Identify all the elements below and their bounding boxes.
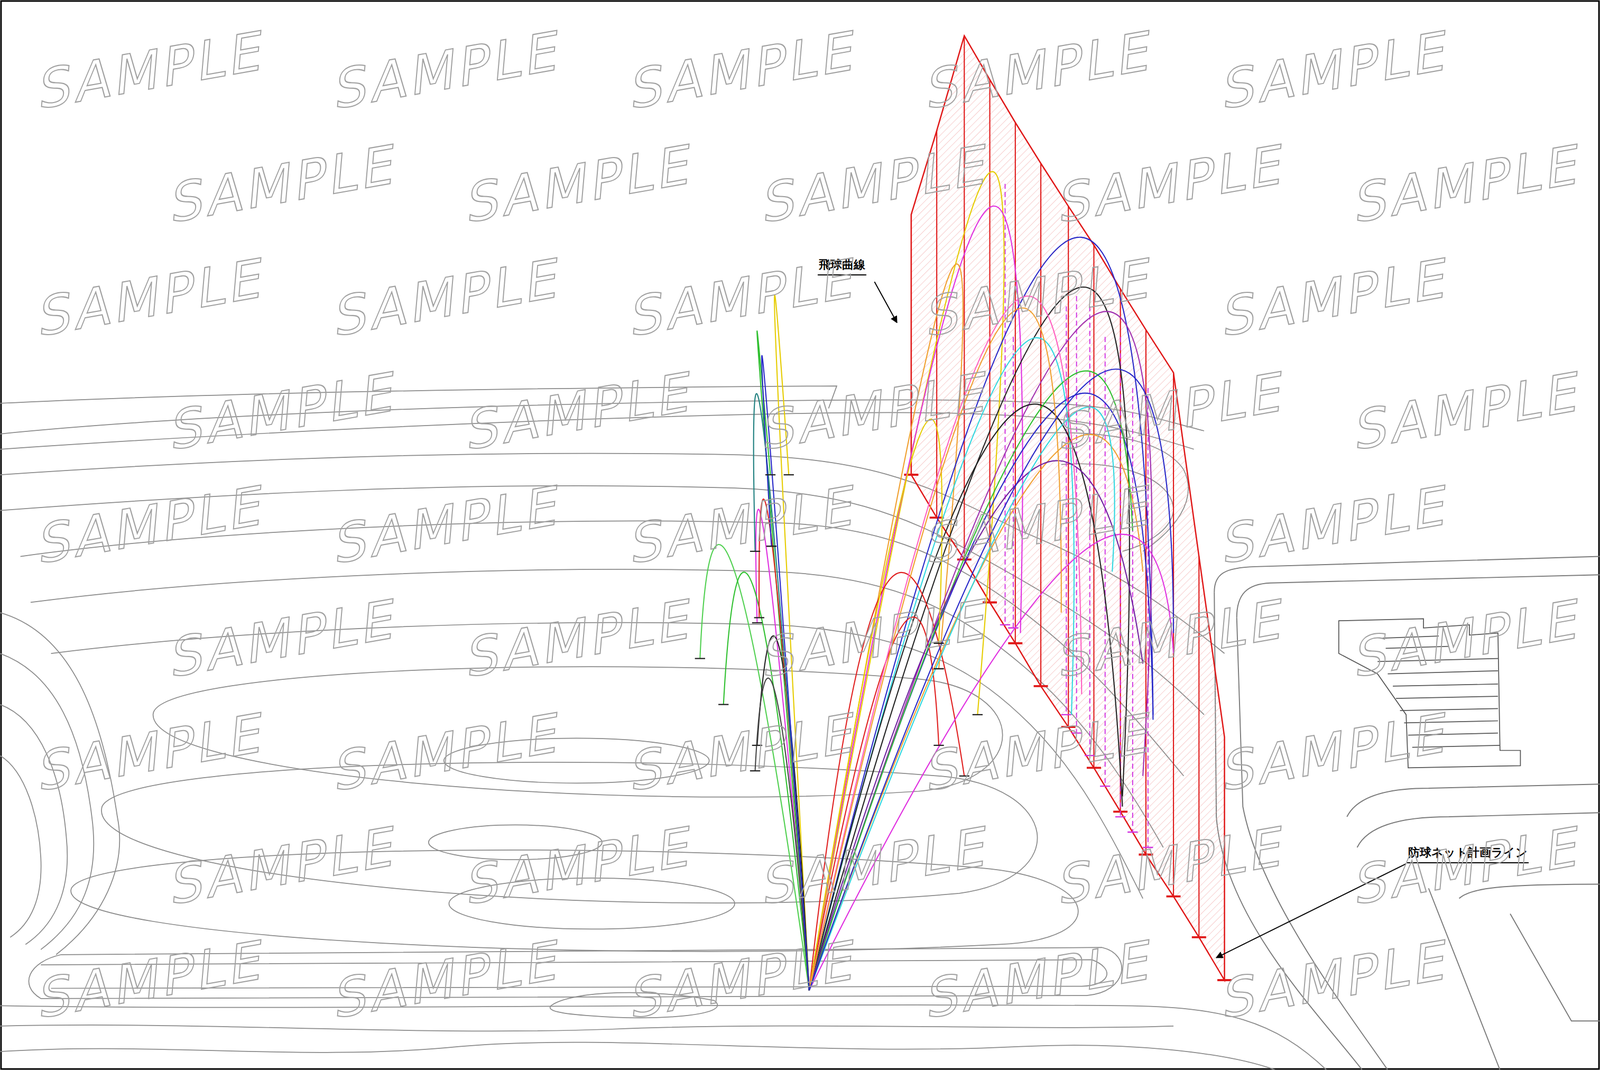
watermark-text: SAMPLE bbox=[464, 813, 697, 918]
watermark-text: SAMPLE bbox=[36, 245, 269, 349]
watermark-text: SAMPLE bbox=[464, 131, 697, 236]
watermark-text: SAMPLE bbox=[332, 472, 565, 577]
contour-line bbox=[0, 385, 837, 409]
watermark-text: SAMPLE bbox=[464, 358, 697, 463]
watermark-text: SAMPLE bbox=[464, 586, 697, 690]
leader-line bbox=[874, 281, 897, 323]
watermark-text: SAMPLE bbox=[168, 131, 401, 236]
watermark-text: SAMPLE bbox=[760, 586, 993, 690]
contour-line bbox=[0, 755, 42, 938]
watermark-text: SAMPLE bbox=[1352, 358, 1585, 463]
watermark-text: SAMPLE bbox=[760, 131, 993, 236]
watermark-text: SAMPLE bbox=[1220, 245, 1453, 349]
watermark-text: SAMPLE bbox=[924, 699, 1157, 804]
watermark-text: SAMPLE bbox=[1220, 17, 1453, 122]
watermark-text: SAMPLE bbox=[1056, 586, 1289, 690]
watermark-text: SAMPLE bbox=[924, 927, 1157, 1031]
road-edge bbox=[1346, 783, 1600, 817]
watermark-text: SAMPLE bbox=[36, 699, 269, 804]
watermark-text: SAMPLE bbox=[1220, 472, 1453, 577]
watermark-text: SAMPLE bbox=[628, 245, 861, 349]
road-edge bbox=[1510, 913, 1600, 1022]
watermark-text: SAMPLE bbox=[1220, 699, 1453, 804]
contour-line bbox=[30, 569, 1164, 848]
contour-lines bbox=[0, 385, 1327, 1070]
watermark-text: SAMPLE bbox=[628, 699, 861, 804]
watermark-text: SAMPLE bbox=[1056, 131, 1289, 236]
watermark-text: SAMPLE bbox=[924, 245, 1157, 349]
watermark-text: SAMPLE bbox=[36, 17, 269, 122]
watermark-text: SAMPLE bbox=[924, 472, 1157, 577]
watermark-text: SAMPLE bbox=[1220, 927, 1453, 1031]
watermark-text: SAMPLE bbox=[1352, 131, 1585, 236]
watermark-text: SAMPLE bbox=[36, 927, 269, 1031]
watermark-text: SAMPLE bbox=[332, 17, 565, 122]
watermark-text: SAMPLE bbox=[332, 245, 565, 349]
watermark-text: SAMPLE bbox=[760, 358, 993, 463]
watermark-text: SAMPLE bbox=[924, 17, 1157, 122]
watermark-text: SAMPLE bbox=[36, 472, 269, 577]
watermark-text: SAMPLE bbox=[1352, 586, 1585, 690]
watermark-text: SAMPLE bbox=[332, 927, 565, 1031]
watermark-text: SAMPLE bbox=[1056, 813, 1289, 918]
watermark-text: SAMPLE bbox=[628, 472, 861, 577]
watermark-text: SAMPLE bbox=[628, 927, 861, 1031]
contour-line bbox=[0, 1042, 1276, 1070]
watermark-text: SAMPLE bbox=[168, 586, 401, 690]
watermark-text: SAMPLE bbox=[1352, 813, 1585, 918]
watermark-text: SAMPLE bbox=[168, 358, 401, 463]
watermark-text: SAMPLE bbox=[168, 813, 401, 918]
watermark-text: SAMPLE bbox=[628, 17, 861, 122]
net-post bbox=[1014, 122, 1016, 644]
contour-line bbox=[153, 666, 1003, 798]
contour-line bbox=[0, 1024, 1174, 1031]
watermark-text: SAMPLE bbox=[332, 699, 565, 804]
watermark-text: SAMPLE bbox=[1056, 358, 1289, 463]
watermark-text: SAMPLE bbox=[760, 813, 993, 918]
